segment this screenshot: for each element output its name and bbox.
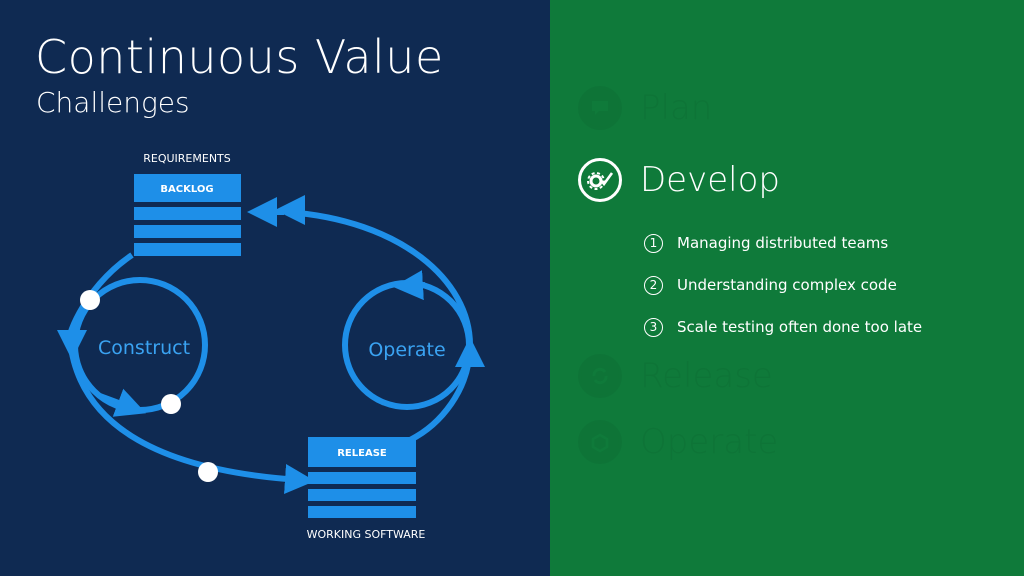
chat-icon [578,86,622,130]
stage-label: Release [640,356,773,396]
stage-develop: Develop [578,158,780,202]
stage-release: Release [578,354,773,398]
item-text: Scale testing often done too late [677,318,923,336]
refresh-icon [578,354,622,398]
construct-label: Construct [98,337,190,359]
working-software-label: WORKING SOFTWARE [307,528,426,541]
backlog-stack [134,174,241,256]
item-text: Understanding complex code [677,276,897,294]
item-number: 3 [644,317,663,337]
release-stack [308,437,416,518]
list-item: 3 Scale testing often done too late [644,306,922,348]
slide-subtitle: Challenges [36,86,190,119]
construct-arrow [98,388,147,417]
backlog-label: BACKLOG [160,184,213,195]
checkpoint-dot-3 [198,462,218,482]
stage-label: Operate [640,422,779,462]
list-item: 1 Managing distributed teams [644,222,922,264]
stage-operate: Operate [578,420,778,464]
operate-top-arrow [393,270,426,301]
gear-check-icon [578,158,622,202]
item-text: Managing distributed teams [677,234,889,252]
item-number: 2 [644,275,663,295]
release-label: RELEASE [337,448,387,459]
stages-panel [550,0,1024,576]
requirements-label: REQUIREMENTS [143,152,231,165]
stage-label: Plan [640,88,713,128]
operate-label: Operate [368,339,445,361]
slide-title: Continuous Value [35,30,444,84]
develop-challenges-list: 1 Managing distributed teams 2 Understan… [644,222,922,348]
outer-loop-arrow [286,209,474,443]
list-item: 2 Understanding complex code [644,264,922,306]
box-icon [578,420,622,464]
checkpoint-dot-2 [161,394,181,414]
item-number: 1 [644,233,663,253]
stage-plan: Plan [578,86,712,130]
checkpoint-dot-1 [80,290,100,310]
continuous-value-diagram: REQUIREMENTS BACKLOG RELEASE WORKING SOF… [57,152,485,541]
stage-label: Develop [640,160,780,200]
